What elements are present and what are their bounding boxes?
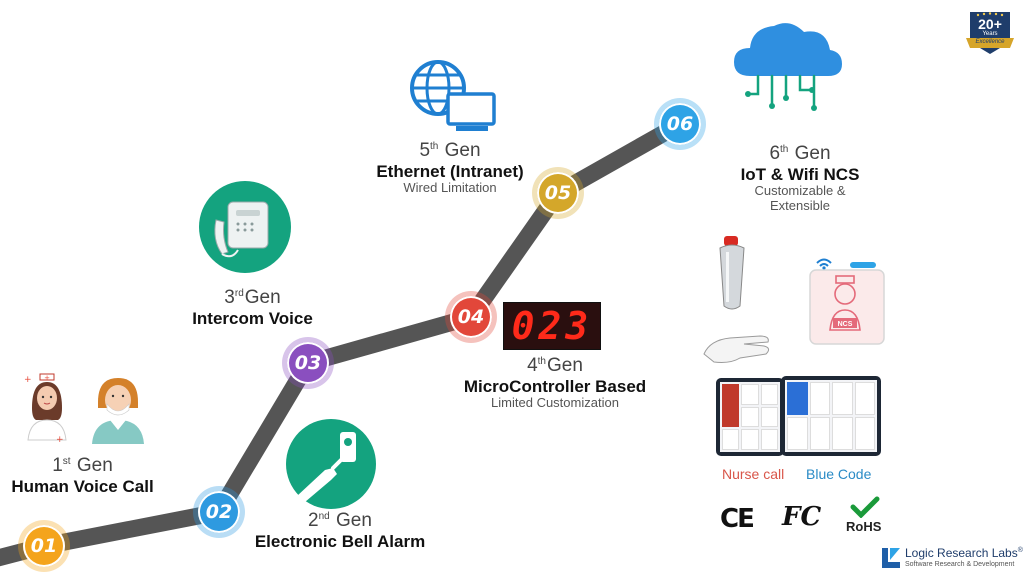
led-display-digits: 023 <box>511 304 593 348</box>
gen-4-gen: Gen <box>547 355 583 376</box>
gen-3-suffix: rd <box>234 287 244 299</box>
gen-3-label: 3rdGen Intercom Voice <box>165 287 340 328</box>
gen-5-subtitle: Wired Limitation <box>403 180 497 196</box>
gen-6-gen: Gen <box>794 143 831 164</box>
milestone-badge-05: 05 <box>537 172 579 214</box>
gen-5-gen: Gen <box>444 140 481 161</box>
tablet-blue-code-screen <box>785 380 877 452</box>
excellence-badge-icon <box>966 12 1014 54</box>
gen-3-gen: Gen <box>244 287 281 308</box>
milestone-badge-04: 04 <box>450 296 492 338</box>
gen-4-ordinal: 4 <box>527 355 538 376</box>
blue-code-label: Blue Code <box>806 466 872 482</box>
pendant-device-icon <box>719 236 745 310</box>
milestone-badge-01: 01 <box>23 525 65 567</box>
gen-2-label: 2nd Gen Electronic Bell Alarm <box>240 510 440 551</box>
gen-1-suffix: st <box>62 455 71 467</box>
gen-3-ordinal: 3 <box>224 287 235 308</box>
gen-5-ordinal: 5 <box>419 140 431 161</box>
gen-6-ordinal: 6 <box>769 143 781 164</box>
gen-1-gen: Gen <box>76 455 113 476</box>
gen-1-ordinal: 1 <box>52 455 63 476</box>
company-mark: ® <box>1017 547 1023 554</box>
company-name-text: Logic Research Labs <box>905 546 1018 560</box>
gen-6-label: 6th Gen IoT & Wifi NCS Customizable & Ex… <box>705 143 895 214</box>
gen-2-gen: Gen <box>336 510 372 531</box>
gen-5-label: 5th Gen Ethernet (Intranet) Wired Limita… <box>340 140 560 196</box>
badge-years-number: 20+ <box>978 16 1002 32</box>
milestone-badge-03: 03 <box>287 342 329 384</box>
globe-computer-icon <box>410 60 496 131</box>
nurse-device-label: NCS <box>838 321 853 328</box>
hand-pressing-icon <box>703 335 770 363</box>
nurses-icon: + + + <box>24 373 144 445</box>
milestone-badge-06: 06 <box>659 103 701 145</box>
gen-3-title: Intercom Voice <box>192 308 313 328</box>
led-display: 023 <box>503 302 601 350</box>
company-logo-icon <box>882 548 900 568</box>
fc-mark-icon: FC <box>782 502 822 532</box>
svg-text:+: + <box>24 375 32 385</box>
gen-2-title: Electronic Bell Alarm <box>254 531 426 551</box>
gen-1-label: 1st Gen Human Voice Call <box>0 455 165 496</box>
gen-6-title: IoT & Wifi NCS <box>740 164 860 184</box>
gen-5-suffix: th <box>430 140 439 152</box>
rohs-checkmark-icon <box>850 496 880 518</box>
gen-4-label: 4thGen MicroController Based Limited Cus… <box>440 355 670 411</box>
tablet-nurse-call <box>716 378 784 456</box>
wifi-nurse-device-icon: NCS <box>809 258 885 345</box>
ce-mark-icon: CE <box>720 504 755 534</box>
gen-4-suffix: th <box>537 355 546 367</box>
tablet-nurse-call-screen <box>720 382 780 452</box>
gen-2-ordinal: 2 <box>308 510 319 531</box>
badge-excellence-text: Excellence <box>975 39 1005 45</box>
company-name: Logic Research Labs® <box>905 546 1023 560</box>
cloud-network-icon <box>734 23 842 111</box>
milestone-badge-02: 02 <box>198 491 240 533</box>
nurse-call-label: Nurse call <box>722 466 785 482</box>
intercom-phone-icon <box>199 181 291 273</box>
gen-4-subtitle: Limited Customization <box>491 395 619 411</box>
gen-5-title: Ethernet (Intranet) <box>376 161 524 181</box>
badge-years-text: Years <box>982 31 998 37</box>
gen-1-title: Human Voice Call <box>11 476 154 496</box>
svg-text:+: + <box>56 435 64 445</box>
call-bell-icon <box>286 419 376 509</box>
gen-2-suffix: nd <box>318 510 330 522</box>
gen-4-title: MicroController Based <box>463 376 647 396</box>
svg-text:+: + <box>44 374 50 382</box>
company-tagline: Software Research & Development <box>905 561 1015 568</box>
gen-6-subtitle: Customizable & Extensible <box>754 183 846 214</box>
tablet-blue-code <box>781 376 881 456</box>
rohs-label: RoHS <box>846 519 882 534</box>
gen-6-suffix: th <box>780 143 789 155</box>
